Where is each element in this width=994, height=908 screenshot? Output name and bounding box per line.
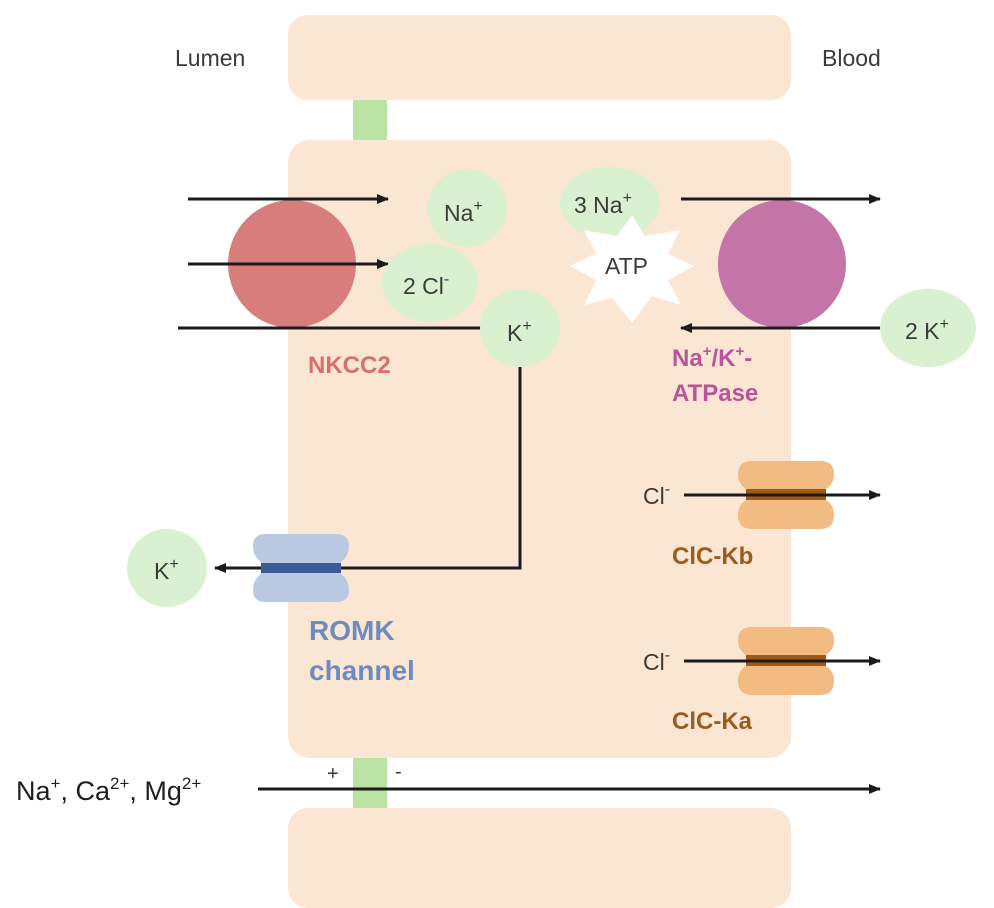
na-ion-label: Na+	[444, 198, 483, 226]
clc-ka-label: ClC-Ka	[672, 708, 753, 735]
junction-plus-sign: +	[327, 763, 339, 785]
clc-kb-label: ClC-Kb	[672, 543, 753, 570]
lower-neighbor-cell	[288, 808, 791, 908]
two-k-bubble	[880, 289, 976, 367]
atp-starburst	[570, 215, 694, 323]
k-lumen-label: K+	[154, 556, 179, 584]
atpase-label-line2: ATPase	[672, 380, 758, 407]
na-k-atpase	[718, 200, 846, 328]
three-na-label: 3 Na+	[574, 190, 632, 218]
k-lumen-bubble	[127, 529, 207, 607]
romk-channel	[253, 534, 349, 602]
upper-neighbor-cell	[288, 15, 791, 100]
clc-ka-cl-label: Cl-	[643, 647, 670, 675]
atp-label: ATP	[605, 253, 648, 279]
lumen-label: Lumen	[175, 45, 245, 71]
cl-ion-bubble	[382, 244, 478, 322]
two-k-label: 2 K+	[905, 316, 949, 344]
clc-kb-cl-label: Cl-	[643, 481, 670, 509]
na-ion-bubble	[427, 169, 507, 247]
paracellular-cations-label: Na+, Ca2+, Mg2+	[16, 774, 201, 806]
junction-minus-sign: -	[395, 761, 402, 783]
romk-label-line1: ROMK	[309, 615, 395, 646]
k-ion-label-cell: K+	[507, 318, 532, 346]
tight-junction-bottom	[353, 758, 387, 808]
nkcc2-label: NKCC2	[308, 352, 391, 379]
romk-label-line2: channel	[309, 655, 415, 686]
tight-junction-top	[353, 100, 387, 140]
blood-label: Blood	[822, 45, 881, 71]
k-ion-bubble-cell	[480, 289, 560, 367]
cl-ion-label: 2 Cl-	[403, 271, 449, 299]
atpase-label-line1: Na+/K+-	[672, 343, 752, 372]
